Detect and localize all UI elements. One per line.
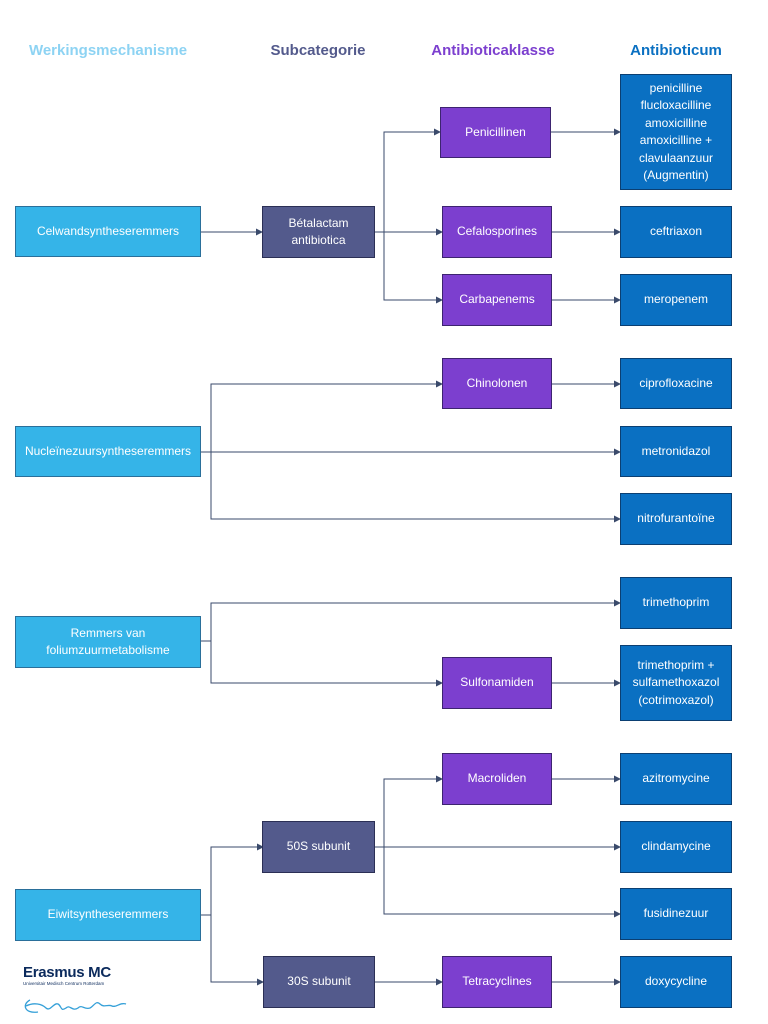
mechanism-cell-wall: Celwandsyntheseremmers <box>15 206 201 257</box>
edge-betalactam-penicillins <box>374 128 441 233</box>
antibiotic-fusidic-acid: fusidinezuur <box>620 888 732 940</box>
class-carbapenems: Carbapenems <box>442 274 552 326</box>
antibiotic-metronidazole: metronidazol <box>620 426 732 477</box>
antibiotic-ciprofloxacin: ciprofloxacine <box>620 358 732 409</box>
antibiotic-nitrofurantoin: nitrofurantoïne <box>620 493 732 545</box>
logo-subtitle: Universitair Medisch Centrum Rotterdam <box>23 981 105 986</box>
antibiotic-trimethoprim: trimethoprim <box>620 577 732 629</box>
logo-name: Erasmus MC <box>23 964 111 981</box>
edge-nucleic-quinolones <box>200 380 443 453</box>
edge-50s-macrolides <box>374 775 443 848</box>
mechanism-protein: Eiwitsyntheseremmers <box>15 889 201 941</box>
header-class: Antibioticaklasse <box>431 42 555 59</box>
class-sulfonamides: Sulfonamiden <box>442 657 552 709</box>
signature-icon <box>24 999 127 1013</box>
mechanism-nucleic-acid: Nucleïnezuursyntheseremmers <box>15 426 201 477</box>
subcategory-betalactam: Bétalactam antibiotica <box>262 206 375 258</box>
class-macrolides: Macroliden <box>442 753 552 805</box>
class-cephalosporins: Cefalosporines <box>442 206 552 258</box>
header-subcategory: Subcategorie <box>270 42 366 59</box>
antibiotic-meropenem: meropenem <box>620 274 732 326</box>
header-mechanism: Werkingsmechanisme <box>28 42 188 59</box>
edge-betalactam-carbapenems <box>383 232 443 304</box>
header-antibiotic: Antibioticum <box>630 42 722 59</box>
antibiotic-azithromycin: azitromycine <box>620 753 732 805</box>
antibiotic-doxycycline: doxycycline <box>620 956 732 1008</box>
class-quinolones: Chinolonen <box>442 358 552 409</box>
antibiotic-clindamycin: clindamycine <box>620 821 732 873</box>
class-tetracyclines: Tetracyclines <box>442 956 552 1008</box>
edge-nucleic-nitrofurantoin <box>210 452 621 523</box>
subcategory-50s: 50S subunit <box>262 821 375 873</box>
edge-protein-50s <box>200 843 264 916</box>
antibiotic-penicillin-group: penicilline flucloxacilline amoxicilline… <box>620 74 732 190</box>
antibiotic-cotrimoxazole: trimethoprim + sulfamethoxazol (cotrimox… <box>620 645 732 721</box>
edge-folate-sulfonamides <box>210 641 443 687</box>
subcategory-30s: 30S subunit <box>263 956 375 1008</box>
class-penicillins: Penicillinen <box>440 107 551 158</box>
antibiotic-ceftriaxone: ceftriaxon <box>620 206 732 258</box>
mechanism-folate: Remmers van foliumzuurmetabolisme <box>15 616 201 668</box>
edge-folate-trimethoprim <box>200 599 621 642</box>
edge-protein-30s <box>210 915 264 986</box>
edge-50s-fusidic <box>383 847 621 918</box>
erasmus-mc-logo: Erasmus MC Universitair Medisch Centrum … <box>20 962 140 1018</box>
